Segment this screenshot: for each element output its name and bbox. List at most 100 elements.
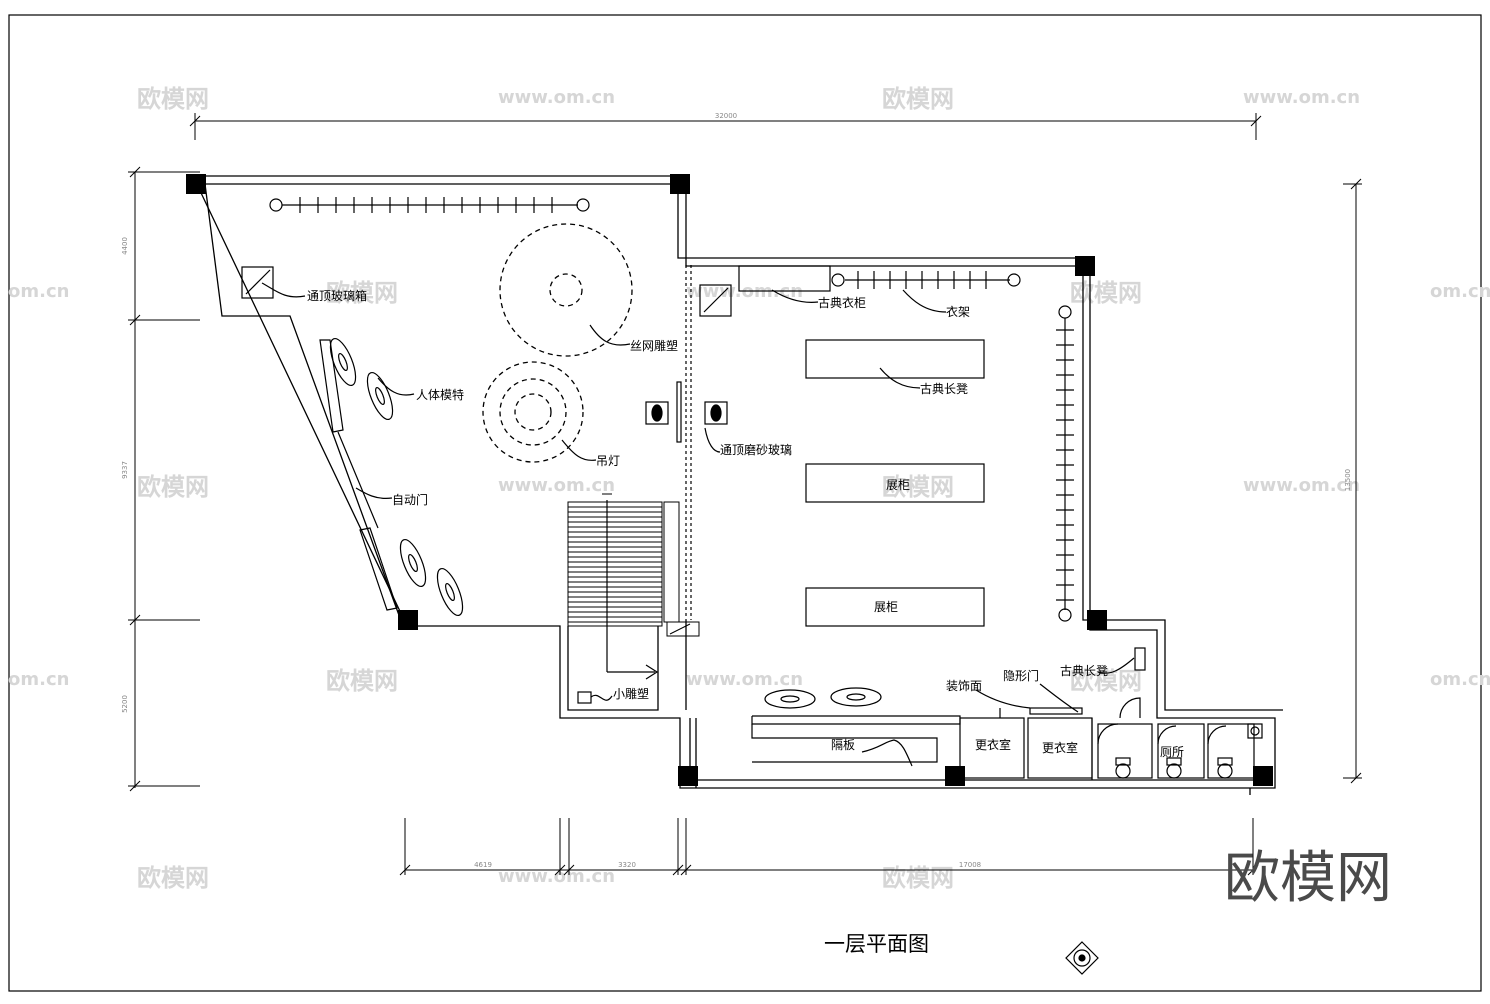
label-auto-door: 自动门 [392, 492, 428, 507]
mannequin-icon [366, 371, 394, 421]
watermark-logo: 欧模网 [326, 667, 398, 695]
watermark-url: www.om.cn [1243, 87, 1360, 108]
watermark-logo: 欧模网 [137, 473, 209, 501]
watermark-logo: 欧模网 [1070, 667, 1142, 695]
wire-sculpture [499, 223, 633, 357]
label-glass-box: 通顶玻璃箱 [307, 288, 367, 303]
mannequins [329, 337, 882, 709]
column [678, 766, 698, 786]
hidden-door [1029, 707, 1083, 715]
pendant-lamp [482, 361, 584, 463]
column [398, 610, 418, 630]
watermark-url: www.om.cn [498, 475, 615, 496]
label-toilet: 厕所 [1160, 745, 1184, 759]
walls [192, 175, 1283, 795]
label-frosted-glass: 通顶磨砂玻璃 [720, 443, 792, 457]
dimension-values: 32000 4400 9337 5200 13500 4619 3320 170… [121, 112, 1352, 869]
watermark-url: www.om.cn [498, 87, 615, 108]
column [186, 174, 206, 194]
watermark-url: om.cn [1430, 669, 1490, 690]
watermark-logo: 欧模网 [882, 473, 954, 501]
dim-left-bottom: 5200 [121, 695, 129, 713]
stair-treads [568, 506, 662, 623]
watermark-url: www.om.cn [686, 669, 803, 690]
label-classic-bench: 古典长凳 [1060, 663, 1108, 678]
classic-wardrobe [738, 265, 831, 292]
clothes-rack-right [831, 271, 1021, 289]
display-cabinet [805, 587, 985, 627]
glass-box [699, 284, 732, 317]
display-cabinet [805, 463, 985, 503]
rack-hangers [299, 197, 553, 213]
label-pendant-lamp: 吊灯 [596, 454, 620, 468]
glass-box [241, 266, 274, 299]
toilets [1097, 723, 1263, 779]
watermark-url: om.cn [8, 281, 69, 302]
dim-bottom-3: 17008 [959, 861, 981, 869]
dim-right: 13500 [1344, 469, 1352, 491]
column [670, 174, 690, 194]
watermark-url: www.om.cn [498, 866, 615, 887]
small-sculpture [577, 691, 592, 704]
label-fitting-room: 更衣室 [975, 737, 1011, 752]
speaker-icon [704, 401, 728, 425]
speaker-icon [645, 401, 669, 425]
mannequin-icon [764, 689, 816, 709]
furniture [805, 339, 1146, 671]
classic-bench-small [1134, 647, 1146, 671]
label-classic-wardrobe: 古典衣柜 [818, 295, 866, 310]
mannequin-icon [329, 337, 357, 387]
watermark-logo: 欧模网 [326, 279, 398, 307]
label-hidden-door: 隐形门 [1003, 668, 1039, 683]
sink-icon [1247, 723, 1263, 739]
watermark-layer: 欧模网 www.om.cn 欧模网 www.om.cn om.cn 欧模网 ww… [8, 85, 1490, 892]
fitting-room [959, 717, 1025, 779]
rack-hangers [1056, 329, 1074, 601]
clothes-rack-left [269, 197, 590, 213]
staircase [567, 493, 700, 680]
dim-bottom-2: 3320 [618, 861, 636, 869]
sheet-frame [8, 14, 1482, 992]
label-small-sculpture: 小雕塑 [613, 686, 649, 701]
column [1075, 256, 1095, 276]
dim-left-top: 4400 [121, 237, 129, 255]
compass-icon [1065, 941, 1099, 975]
label-clothes-rack: 衣架 [946, 304, 970, 319]
speaker-icons [645, 381, 728, 443]
mannequin-icon [830, 687, 882, 707]
toilet-icon [1217, 757, 1233, 779]
label-fitting-room: 更衣室 [1042, 740, 1078, 755]
classic-bench [805, 339, 985, 379]
partition-board [751, 715, 961, 763]
column [945, 766, 965, 786]
annotation-labels: 通顶玻璃箱 丝网雕塑 人体模特 吊灯 自动门 通顶磨砂玻璃 小雕塑 古典衣柜 衣… [307, 288, 1184, 759]
watermark-logo: 欧模网 [137, 864, 209, 892]
watermark-logo: 欧模网 [882, 864, 954, 892]
automatic-door [319, 339, 398, 611]
brand-logo: 欧模网 [1224, 846, 1392, 911]
watermark-logo: 欧模网 [137, 85, 209, 113]
watermark-logo: 欧模网 [1070, 279, 1142, 307]
label-decor-wall: 装饰面 [946, 679, 982, 693]
toilet-icon [1166, 757, 1182, 779]
label-classic-bench: 古典长凳 [920, 381, 968, 396]
mannequin-icon [399, 538, 427, 588]
label-partition: 隔板 [831, 738, 855, 752]
watermark-url: om.cn [1430, 281, 1490, 302]
label-wire-sculpture: 丝网雕塑 [630, 338, 678, 353]
drawing-title: 一层平面图 [824, 932, 929, 956]
mannequin-icon [436, 567, 464, 617]
frosted-glass-panel [676, 381, 682, 443]
label-display-cabinet: 展柜 [874, 600, 898, 614]
rack-hangers [857, 271, 987, 289]
watermark-url: om.cn [8, 669, 69, 690]
dim-bottom-1: 4619 [474, 861, 492, 869]
structural-columns [186, 174, 1273, 786]
column [1087, 610, 1107, 630]
dimension-lines [128, 113, 1362, 876]
leader-lines [261, 282, 1135, 767]
label-mannequin: 人体模特 [416, 387, 464, 402]
dim-top: 32000 [715, 112, 737, 120]
